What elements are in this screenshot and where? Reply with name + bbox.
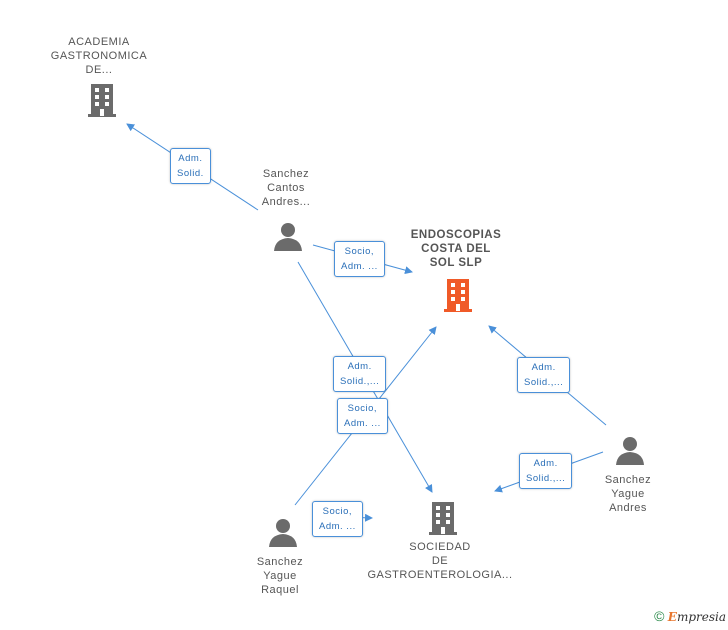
relation-badge-adm-solid[interactable]: Adm. Solid. <box>170 148 211 184</box>
person-label-sanchez-yague-andres[interactable]: Sanchez Yague Andres <box>604 474 652 514</box>
relation-badge-adm-solid[interactable]: Adm. Solid.,... <box>519 453 573 489</box>
relation-badge-socio-adm[interactable]: Socio, Adm. ... <box>334 241 385 277</box>
relation-badge-adm-solid[interactable]: Adm. Solid.,... <box>517 357 571 393</box>
person-label-sanchez-yague-raquel[interactable]: Sanchez Yague Raquel <box>256 556 304 596</box>
company-label-sociedad[interactable]: SOCIEDAD DE GASTROENTEROLOGIA... <box>367 541 513 581</box>
brand-logo: Empresia <box>667 610 726 624</box>
copyright-icon: © <box>654 608 665 624</box>
person-icon[interactable] <box>273 222 303 252</box>
person-icon[interactable] <box>615 436 645 466</box>
footer-brand[interactable]: © Empresia <box>654 608 726 624</box>
building-icon[interactable] <box>427 500 459 536</box>
building-icon-main[interactable] <box>442 277 474 313</box>
company-label-academia[interactable]: ACADEMIA GASTRONOMICA DE... <box>50 36 148 76</box>
relation-badge-socio-adm[interactable]: Socio, Adm. ... <box>337 398 388 434</box>
company-label-endoscopias[interactable]: ENDOSCOPIAS COSTA DEL SOL SLP <box>410 229 502 269</box>
relation-badge-adm-solid[interactable]: Adm. Solid.,... <box>333 356 387 392</box>
relation-badge-socio-adm[interactable]: Socio, Adm. ... <box>312 501 363 537</box>
person-label-sanchez-cantos[interactable]: Sanchez Cantos Andres... <box>261 168 311 208</box>
person-icon[interactable] <box>268 518 298 548</box>
building-icon[interactable] <box>86 82 118 118</box>
